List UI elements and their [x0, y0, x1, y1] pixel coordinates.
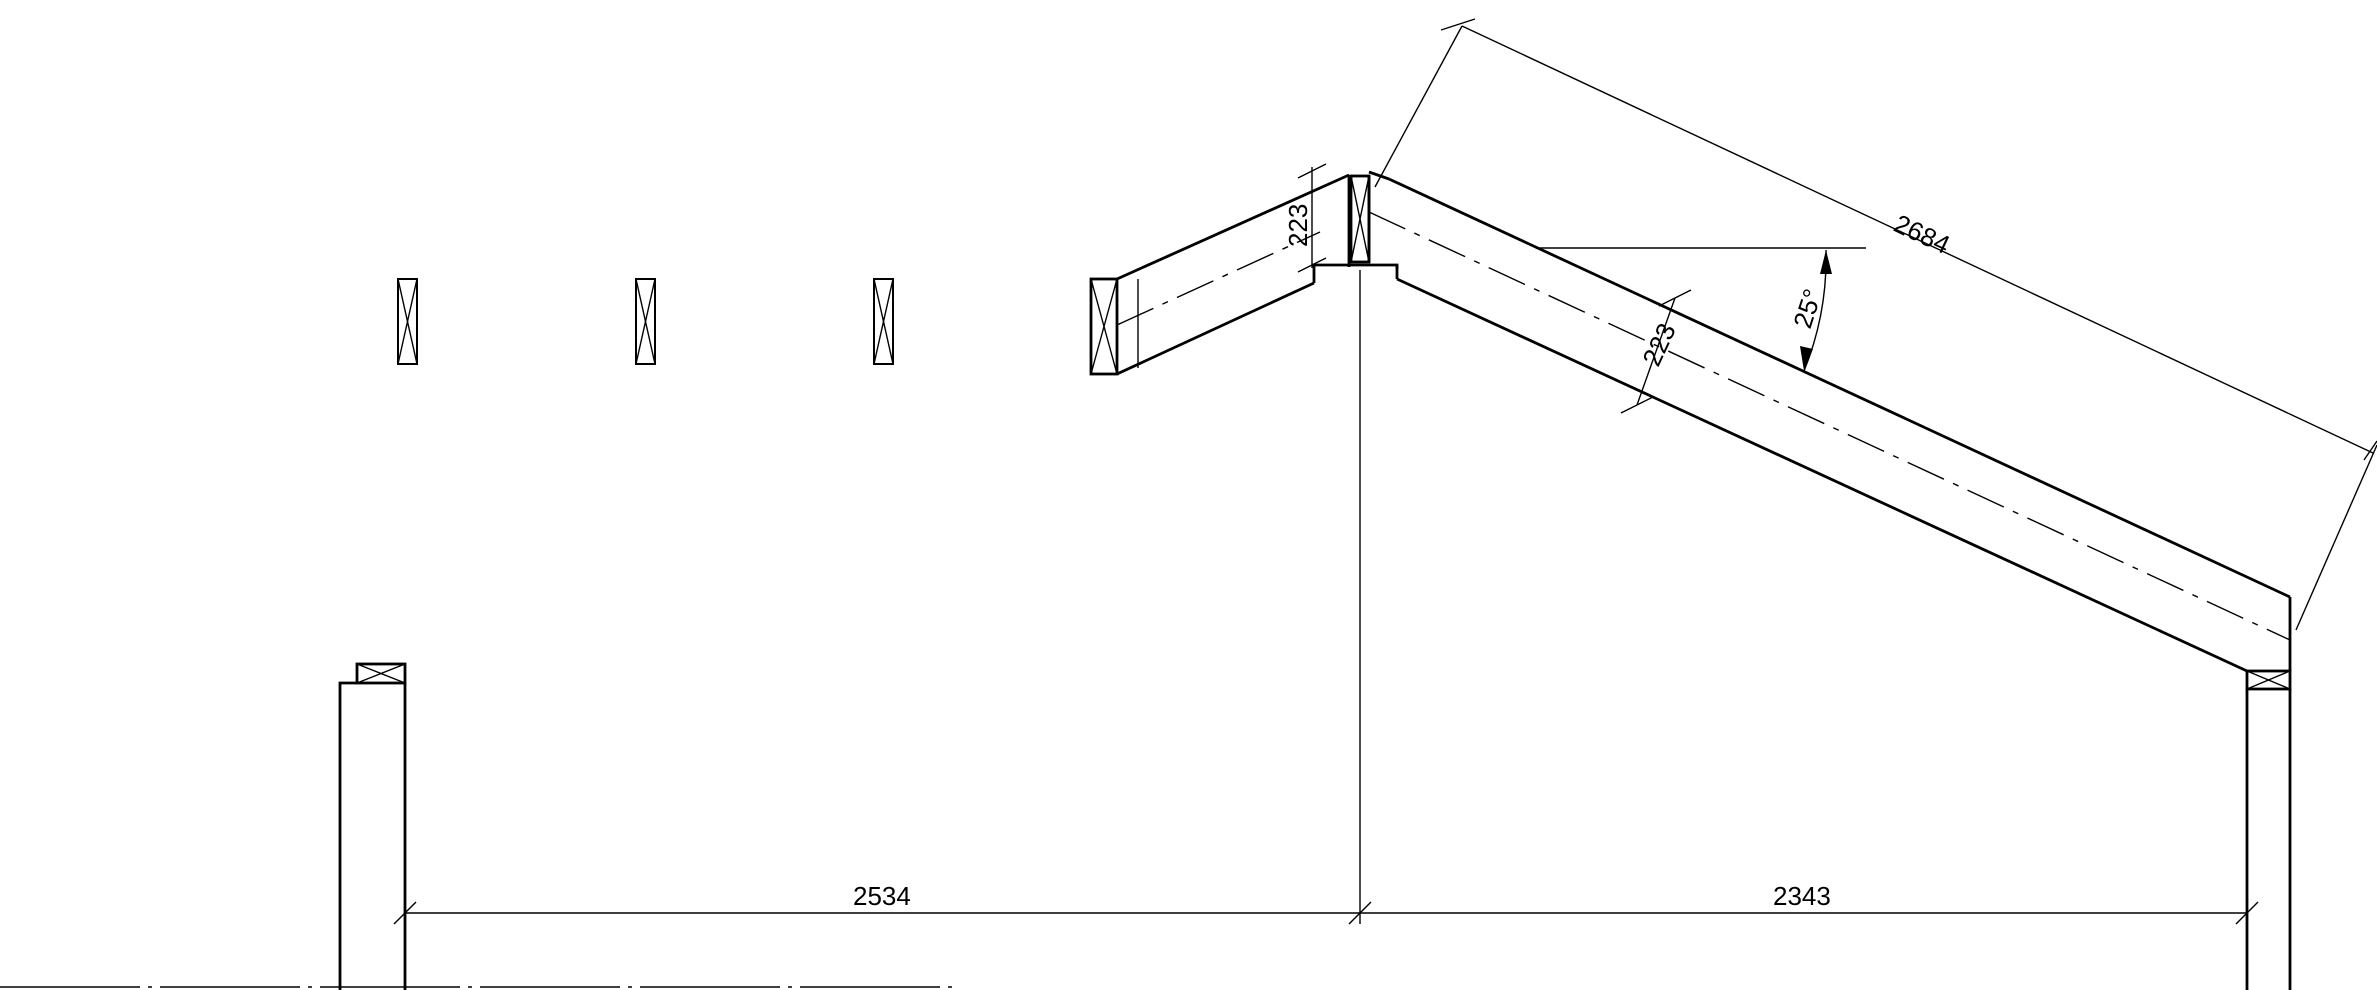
rafter-length-label: 2684 [1889, 208, 1954, 260]
left-span-label: 2534 [853, 881, 911, 911]
rafter-depth-dimension [1620, 289, 1692, 414]
left-rafter-stub [1089, 173, 1351, 376]
pitch-angle-label: 25° [1787, 285, 1828, 332]
main-rafter [1368, 170, 2292, 673]
purlin-left-1 [397, 278, 418, 365]
rafter-length-dimension [1374, 18, 2377, 631]
rafter-depth-label: 223 [1636, 319, 1682, 371]
left-rafter-depth-label: 223 [1283, 204, 1313, 247]
right-wall [2245, 669, 2292, 990]
left-rafter-depth-dimension [1297, 163, 1327, 273]
purlin-left-2 [635, 278, 656, 365]
span-dimension-line [393, 901, 2259, 925]
pitch-angle-dimension [1536, 247, 1866, 372]
right-span-label: 2343 [1773, 881, 1831, 911]
purlin-left-3 [873, 278, 894, 365]
ridge-block [1312, 174, 1399, 269]
left-wall [338, 662, 407, 990]
